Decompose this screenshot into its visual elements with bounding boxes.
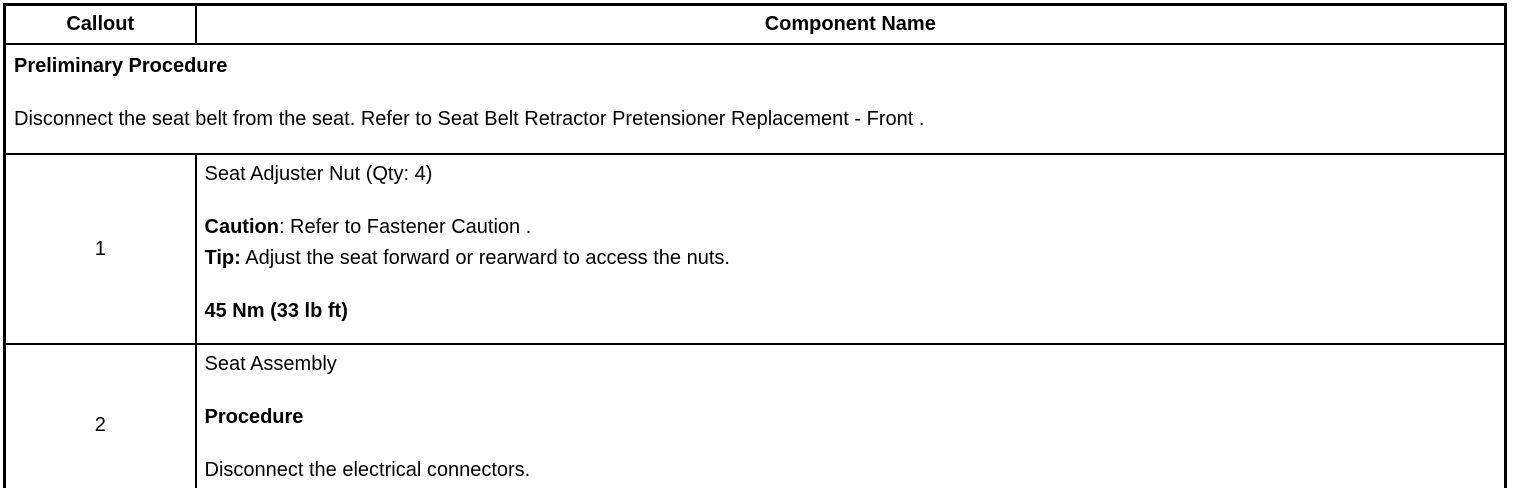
preliminary-procedure-text: Disconnect the seat belt from the seat. … <box>14 108 925 130</box>
table-header-row: Callout Component Name <box>3 3 1507 45</box>
torque-spec: 45 Nm (33 lb ft) <box>204 300 348 322</box>
table-row: 2 Seat Assembly Procedure Disconnect the… <box>3 343 1507 488</box>
caution-text: : Refer to Fastener Caution . <box>278 216 532 238</box>
component-cell-2: Seat Assembly Procedure Disconnect the e… <box>194 343 1507 488</box>
column-header-callout: Callout <box>3 3 197 45</box>
component-name-2: Seat Assembly <box>204 353 337 375</box>
component-callout-table: Callout Component Name Preliminary Proce… <box>3 3 1507 488</box>
procedure-text: Disconnect the electrical connectors. <box>204 459 531 481</box>
caution-label: Caution <box>204 216 279 238</box>
table-row: 1 Seat Adjuster Nut (Qty: 4) Caution: Re… <box>3 153 1507 345</box>
tip-text: Adjust the seat forward or rearward to a… <box>240 247 730 269</box>
column-header-component-name: Component Name <box>194 3 1507 45</box>
preliminary-procedure-title: Preliminary Procedure <box>14 55 228 77</box>
procedure-label: Procedure <box>204 406 304 428</box>
component-name-1: Seat Adjuster Nut (Qty: 4) <box>204 163 433 185</box>
tip-label: Tip: <box>204 247 241 269</box>
callout-number-2: 2 <box>3 343 197 488</box>
caution-tip-block: Caution: Refer to Fastener Caution . Tip:… <box>205 212 1497 274</box>
callout-number-1: 1 <box>3 153 197 345</box>
preliminary-procedure-cell: Preliminary Procedure Disconnect the sea… <box>3 43 1507 155</box>
component-cell-1: Seat Adjuster Nut (Qty: 4) Caution: Refe… <box>194 153 1507 345</box>
preliminary-procedure-row: Preliminary Procedure Disconnect the sea… <box>3 43 1507 155</box>
